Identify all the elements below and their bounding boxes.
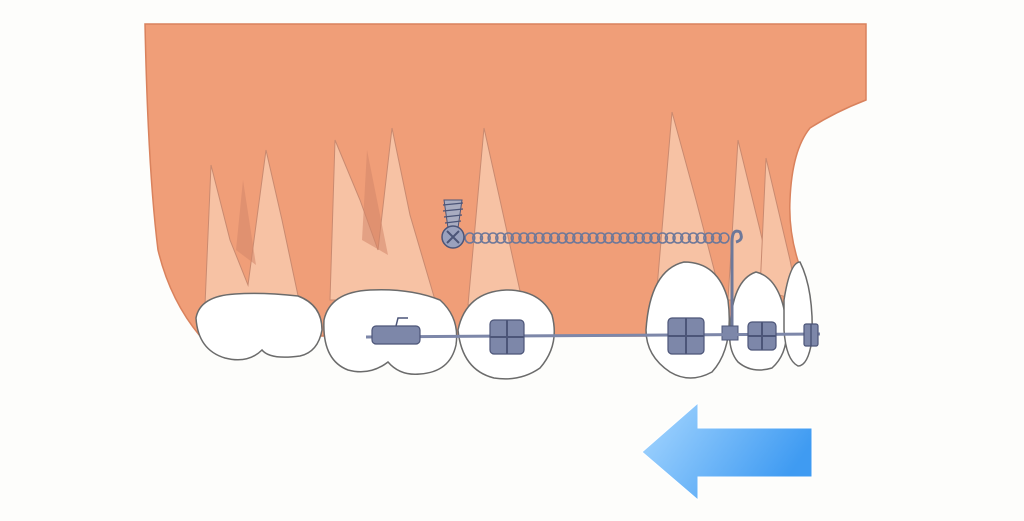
molar-root-1 <box>204 149 301 306</box>
spring-coil <box>602 232 615 244</box>
coil-spring-icon <box>464 232 730 244</box>
spring-coil <box>695 232 707 244</box>
bracket-lateral <box>747 321 777 351</box>
spring-coil <box>579 232 592 244</box>
spring-coil <box>649 232 661 244</box>
spring-coil <box>564 232 576 244</box>
left-arrow-icon <box>641 401 813 502</box>
spring-coil <box>718 232 730 244</box>
spring-coil <box>664 232 676 244</box>
molar-root-2 <box>329 127 436 301</box>
spring-coil <box>703 232 715 244</box>
spring-coil <box>533 232 545 244</box>
spring-coil <box>672 232 684 244</box>
bracket-icon <box>489 317 819 355</box>
spring-coil <box>595 232 607 244</box>
molar-root-1-shadow <box>236 180 256 265</box>
spring-coil <box>479 232 491 244</box>
hook-arm <box>730 229 743 330</box>
spring-coil <box>464 232 476 244</box>
spring-coil <box>518 232 530 244</box>
bracket-canine <box>667 317 705 355</box>
spring-coil <box>495 232 507 244</box>
molar-root-2-shadow <box>362 150 388 255</box>
spring-coil <box>710 232 723 244</box>
spring-coil <box>525 232 538 244</box>
power-arm-icon <box>721 229 743 341</box>
spring-coil <box>541 232 553 244</box>
hook-base <box>721 325 739 341</box>
arch-wire <box>365 332 821 339</box>
spring-coil <box>641 232 653 244</box>
screw-cross <box>446 230 460 244</box>
spring-coil <box>656 232 669 244</box>
spring-coil <box>626 232 638 244</box>
spring-coil <box>487 232 499 244</box>
screw-thread <box>442 202 464 224</box>
spring-coil <box>633 232 646 244</box>
spring-coil <box>472 232 484 244</box>
spring-coil <box>618 232 630 244</box>
bracket-central <box>803 323 819 347</box>
tube-body <box>371 325 421 345</box>
spring-coil <box>687 232 699 244</box>
spring-coil <box>572 232 584 244</box>
spring-coil <box>502 232 515 244</box>
spring-coil <box>610 232 622 244</box>
molar-crown-1 <box>195 292 323 361</box>
roots <box>204 111 799 306</box>
molar-tube-icon <box>371 317 421 345</box>
spring-coil <box>556 232 568 244</box>
mini-screw-icon <box>441 199 465 249</box>
spring-coil <box>679 232 692 244</box>
tube-hook <box>395 317 408 327</box>
spring-coil <box>548 232 561 244</box>
spring-coil <box>510 232 522 244</box>
bracket-premolar <box>489 319 525 355</box>
spring-coil <box>587 232 599 244</box>
